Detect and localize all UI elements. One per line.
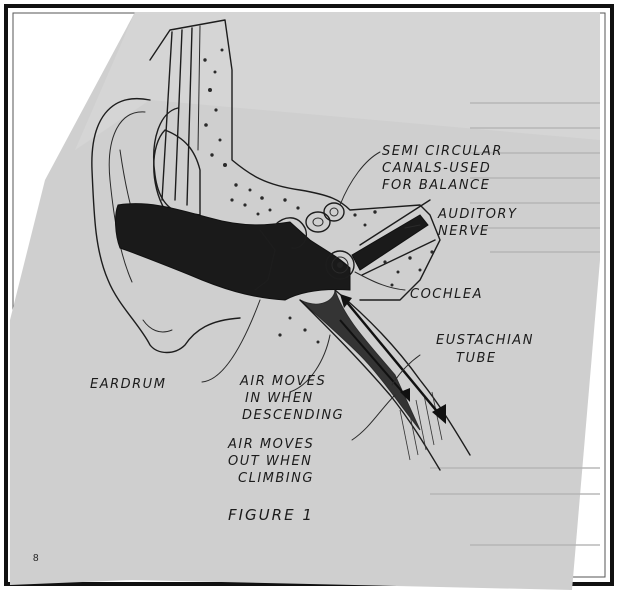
label-cochlea: COCHLEA [410,287,483,302]
label-climb-2: OUT WHEN [228,454,312,469]
label-semicircular-3: FOR BALANCE [382,178,490,193]
label-climb-1: AIR MOVES [227,437,314,452]
label-descend-3: DESCENDING [242,408,344,423]
label-semicircular-2: CANALS-USED [382,161,491,176]
label-descend-1: AIR MOVES [239,374,326,389]
page-number: 8 [33,553,39,564]
label-eustachian-1: EUSTACHIAN [436,333,534,348]
label-eardrum: EARDRUM [90,377,166,392]
label-semicircular-1: SEMI CIRCULAR [382,144,503,159]
label-descend-2: IN WHEN [245,391,314,406]
label-eustachian-2: TUBE [456,351,497,366]
label-auditory-1: AUDITORY [437,207,517,222]
label-auditory-2: NERVE [438,224,490,239]
figure-caption: FIGURE 1 [228,506,314,524]
label-climb-3: CLIMBING [238,471,314,486]
